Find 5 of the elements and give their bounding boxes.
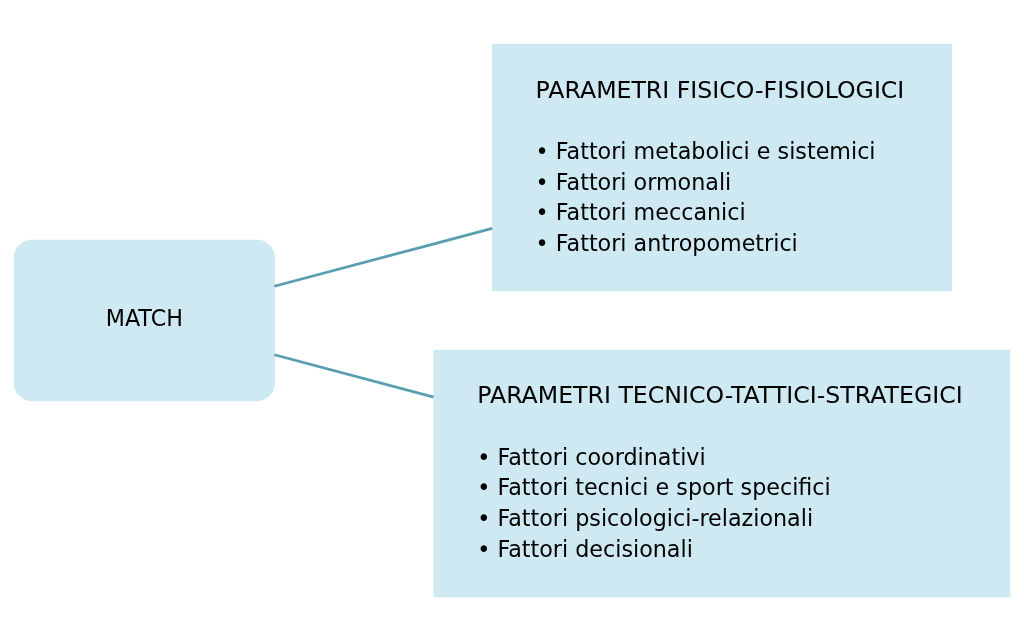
node-box: PARAMETRI FISICO-FISIOLOGICI • Fattori metabolici e sistemici • Fattori ormonali • Fattori meccanici • Fattori antropometrici [491, 43, 952, 291]
node-box: MATCH [13, 239, 275, 401]
connector [273, 352, 434, 398]
node-box: PARAMETRI TECNICO-TATTICI-STRATEGICI • Fattori coordinativi • Fattori tecnici e sport specifici • Fattori psicologici-relazionali • Fattori decisionali [433, 349, 1011, 597]
connector [273, 226, 493, 288]
